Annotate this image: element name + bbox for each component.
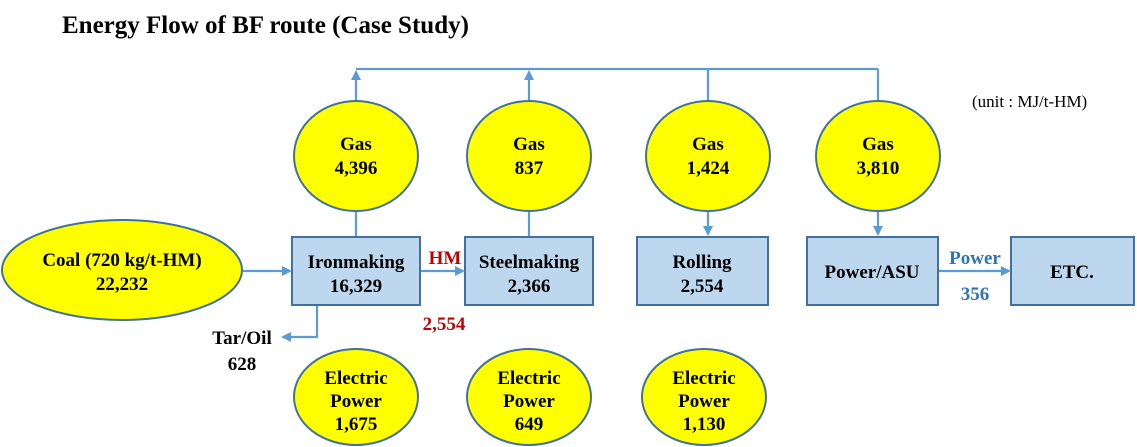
process-rect [291, 236, 421, 306]
electric-power-value: 1,675 [335, 414, 378, 435]
unit-note: (unit : MJ/t-HM) [972, 92, 1087, 111]
gas-node: Gas 837 [466, 100, 592, 212]
process-box-rolling: Rolling 2,554 [636, 236, 769, 306]
power-flow-value: 356 [961, 284, 990, 305]
power-flow-label: Power [949, 248, 1001, 269]
process-label: Steelmaking [479, 252, 580, 273]
gas-value: 4,396 [335, 158, 378, 179]
electric-power-line2: Power [678, 391, 730, 412]
process-label: Ironmaking [308, 252, 405, 273]
process-box-power-asu: Power/ASU [806, 236, 939, 306]
gas-label: Gas [340, 134, 372, 155]
coal-ellipse [1, 219, 243, 321]
process-value: 2,554 [681, 276, 724, 297]
tar-oil-value: 628 [228, 354, 257, 375]
gas-value: 3,810 [857, 158, 900, 179]
gas-node: Gas 4,396 [293, 100, 419, 212]
gas-node: Gas 3,810 [815, 100, 941, 212]
gas-value: 1,424 [687, 158, 730, 179]
gas-ellipse [466, 100, 592, 212]
process-value: 16,329 [330, 276, 382, 297]
tar-oil-label: Tar/Oil [212, 328, 271, 349]
electric-power-value: 649 [515, 414, 544, 435]
coal-label: Coal (720 kg/t-HM) [42, 250, 201, 271]
gas-label: Gas [692, 134, 724, 155]
gas-node: Gas 1,424 [645, 100, 771, 212]
process-rect [636, 236, 769, 306]
electric-power-ellipse [293, 348, 419, 446]
process-rect [464, 236, 594, 306]
coal-value: 22,232 [96, 274, 148, 295]
electric-power-line1: Electric [497, 368, 560, 389]
process-box-steelmaking: Steelmaking 2,366 [464, 236, 594, 306]
process-box-etc: ETC. [1010, 236, 1135, 306]
coal-input-node: Coal (720 kg/t-HM) 22,232 [1, 219, 243, 321]
gas-label: Gas [513, 134, 545, 155]
gas-ellipse [645, 100, 771, 212]
hm-label: HM [429, 248, 462, 269]
hm-value: 2,554 [423, 314, 466, 335]
electric-power-node: Electric Power 1,675 [293, 348, 419, 446]
electric-power-line1: Electric [324, 368, 387, 389]
electric-power-node: Electric Power 1,130 [641, 348, 767, 446]
electric-power-line2: Power [330, 391, 382, 412]
process-rect [806, 236, 939, 306]
gas-collection-bus [351, 67, 880, 101]
gas-label: Gas [862, 134, 894, 155]
electric-power-ellipse [466, 348, 592, 446]
electric-power-line2: Power [503, 391, 555, 412]
electric-power-value: 1,130 [683, 414, 726, 435]
process-label: Rolling [672, 252, 732, 273]
process-value: 2,366 [508, 276, 551, 297]
process-label: Power/ASU [825, 262, 920, 283]
gas-ellipse [815, 100, 941, 212]
electric-power-node: Electric Power 649 [466, 348, 592, 446]
process-label: ETC. [1050, 262, 1094, 283]
process-rect [1010, 236, 1135, 306]
tar-oil-flow-arrow [281, 306, 319, 342]
electric-power-line1: Electric [672, 368, 735, 389]
gas-value: 837 [515, 158, 544, 179]
electric-power-ellipse [641, 348, 767, 446]
diagram-title: Energy Flow of BF route (Case Study) [62, 12, 469, 39]
gas-ellipse [293, 100, 419, 212]
process-box-ironmaking: Ironmaking 16,329 [291, 236, 421, 306]
